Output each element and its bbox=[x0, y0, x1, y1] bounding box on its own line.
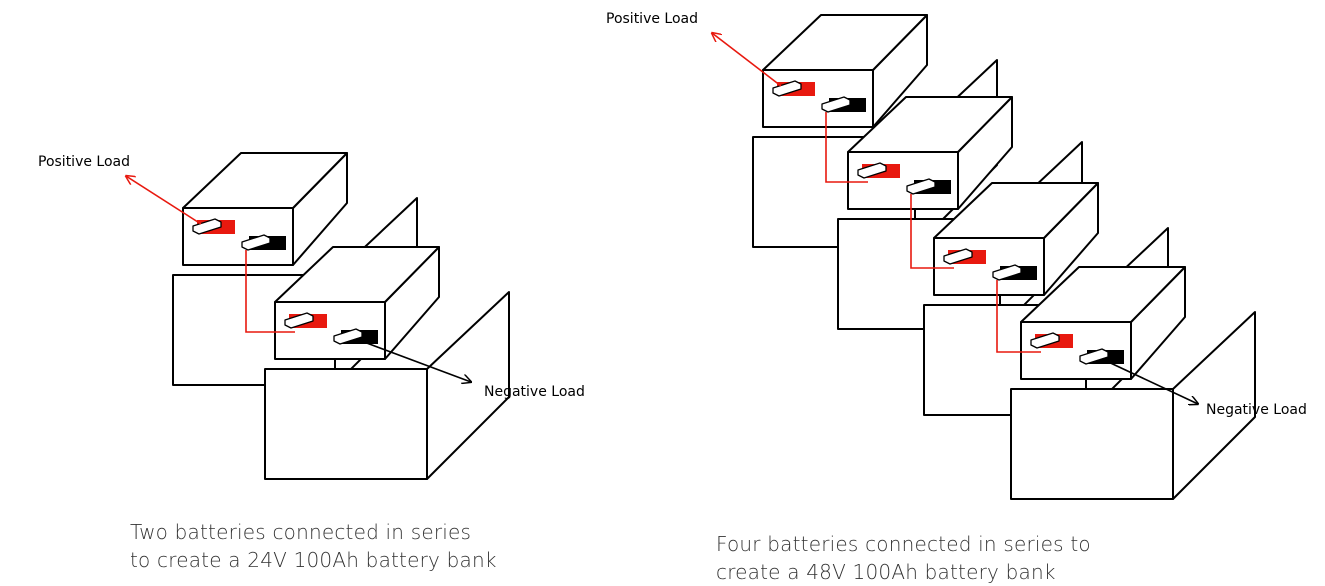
series-wire bbox=[245, 250, 295, 333]
negative-load-arrow bbox=[1101, 358, 1198, 404]
left-positive-load-label: Positive Load bbox=[38, 154, 130, 170]
series-wire bbox=[910, 194, 954, 269]
negative-terminal-tab bbox=[1079, 348, 1109, 365]
positive-terminal-tab bbox=[772, 80, 802, 97]
positive-load-arrow bbox=[126, 176, 202, 225]
battery-body bbox=[264, 368, 428, 480]
negative-load-arrow bbox=[355, 338, 471, 382]
positive-terminal-tab bbox=[284, 312, 314, 329]
battery-2 bbox=[264, 246, 510, 480]
positive-terminal-tab bbox=[857, 162, 887, 179]
positive-load-arrow bbox=[712, 33, 782, 87]
right-battery-bank bbox=[712, 14, 1256, 500]
left-caption-line-1: Two batteries connected in series bbox=[130, 520, 472, 544]
right-caption: Four batteries connected in series to cr… bbox=[716, 530, 1136, 586]
positive-terminal-tab bbox=[943, 248, 973, 265]
battery-body bbox=[1010, 388, 1174, 500]
batteries-layer bbox=[172, 152, 510, 480]
negative-terminal-tab bbox=[906, 178, 936, 195]
negative-terminal-tab bbox=[821, 96, 851, 113]
right-caption-line-1: Four batteries connected in series to bbox=[716, 532, 1091, 556]
left-negative-load-label: Negative Load bbox=[484, 384, 585, 400]
positive-terminal-tab bbox=[192, 218, 222, 235]
left-caption: Two batteries connected in series to cre… bbox=[130, 518, 530, 574]
batteries-layer bbox=[752, 14, 1256, 500]
left-battery-bank bbox=[126, 152, 510, 480]
left-caption-line-2: to create a 24V 100Ah battery bank bbox=[130, 548, 497, 572]
right-positive-load-label: Positive Load bbox=[606, 11, 698, 27]
wires-layer bbox=[825, 112, 1041, 353]
negative-terminal-tab bbox=[333, 328, 363, 345]
right-caption-line-2: create a 48V 100Ah battery bank bbox=[716, 560, 1056, 584]
right-negative-load-label: Negative Load bbox=[1206, 402, 1307, 418]
series-wire bbox=[996, 280, 1041, 353]
wires-layer bbox=[245, 250, 295, 333]
battery-4 bbox=[1010, 266, 1256, 500]
series-wire bbox=[825, 112, 868, 183]
negative-terminal-tab bbox=[241, 234, 271, 251]
negative-terminal-tab bbox=[992, 264, 1022, 281]
positive-terminal-tab bbox=[1030, 332, 1060, 349]
